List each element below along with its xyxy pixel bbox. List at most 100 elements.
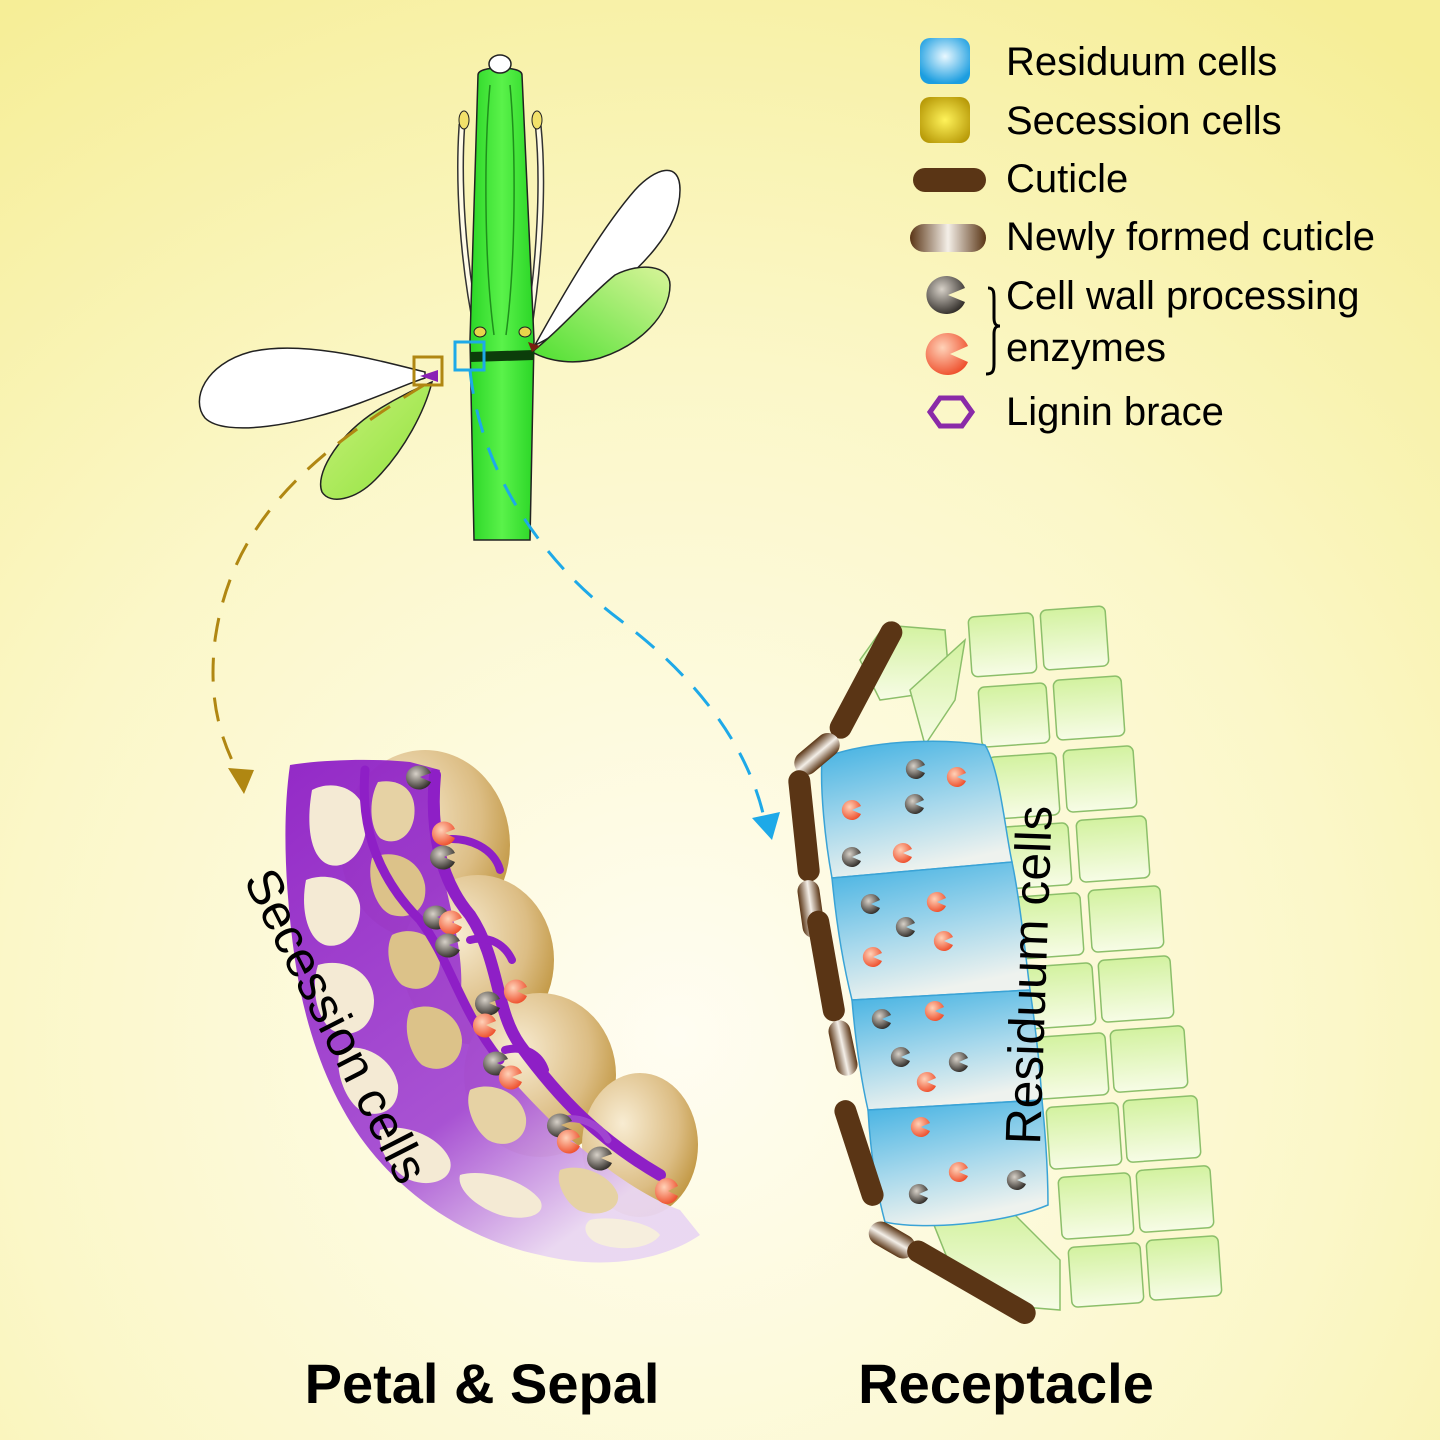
enzyme-red	[926, 892, 946, 912]
cuticle-bar-icon	[913, 168, 986, 192]
new-cuticle-segment	[828, 1020, 858, 1076]
residuum-cells-label: Residuum cells	[995, 805, 1063, 1146]
lattice-window	[371, 781, 415, 842]
residuum-zone-box	[453, 340, 486, 372]
enzyme-dark	[1006, 1170, 1026, 1190]
flower-illustration	[198, 54, 681, 541]
enzyme-dark	[905, 759, 925, 779]
anther-left	[458, 110, 470, 130]
enzyme-red	[472, 1013, 496, 1038]
enzyme-dark-icon	[926, 276, 965, 314]
enzyme-red	[933, 931, 953, 951]
enzyme-dark	[429, 845, 455, 870]
caption-receptacle: Receptacle	[858, 1352, 1154, 1415]
enzyme-dark	[434, 933, 460, 958]
lattice-window	[304, 876, 361, 946]
enzyme-dark	[908, 1184, 928, 1204]
caption-petal-sepal: Petal & Sepal	[305, 1352, 660, 1415]
lattice-window	[388, 931, 440, 989]
legend: Residuum cells Secession cells Cuticle N…	[910, 38, 1375, 434]
cuticle-segment	[834, 1100, 884, 1206]
enzyme-red	[946, 767, 966, 787]
enzyme-red	[498, 1065, 522, 1090]
lattice-window	[558, 1167, 619, 1214]
enzyme-dark	[895, 916, 915, 937]
lattice-window	[338, 1047, 399, 1114]
anther-right	[531, 110, 543, 130]
enzymes-secession	[405, 765, 678, 1205]
yellow-cell-icon	[920, 97, 970, 143]
enzyme-dark	[405, 765, 431, 790]
legend-label-secession: Secession cells	[1006, 99, 1282, 143]
legend-label-cuticle: Cuticle	[1006, 157, 1128, 201]
enzymes-residuum	[841, 759, 1026, 1204]
cuticle-segment	[807, 910, 845, 1022]
enzyme-dark	[890, 1047, 910, 1067]
nectary-left	[473, 326, 487, 338]
enzyme-red	[924, 1001, 944, 1022]
enzyme-dark	[904, 794, 924, 814]
enzyme-red	[841, 800, 861, 820]
lattice-ridge	[359, 765, 505, 1065]
cuticle-layer	[788, 621, 1036, 1324]
enzyme-red	[916, 1072, 936, 1092]
bracket-icon	[985, 286, 1001, 376]
enzyme-dark	[860, 894, 880, 914]
stem	[469, 67, 535, 541]
enzyme-red	[654, 1178, 678, 1205]
enzyme-red	[892, 843, 912, 864]
lattice-window	[468, 1086, 527, 1144]
lattice-ridge	[501, 1044, 549, 1074]
enzyme-red	[503, 979, 527, 1004]
lattice-window	[309, 785, 367, 866]
lattice-window	[379, 1127, 451, 1184]
blue-cell-icon	[920, 38, 970, 84]
nectary-right	[518, 326, 532, 338]
legend-label-enzymes-1: Cell wall processing	[1006, 274, 1359, 318]
left-sepal	[320, 380, 434, 500]
enzyme-red	[948, 1162, 968, 1182]
hexagon-icon	[926, 395, 976, 429]
pistil-seam-left	[485, 84, 495, 336]
legend-label-residuum: Residuum cells	[1006, 40, 1277, 84]
new-cuticle-segment	[868, 1221, 916, 1259]
secession-zone-box	[412, 355, 444, 387]
cuticle-segment	[829, 621, 903, 739]
petal-base-marker-right	[528, 342, 540, 352]
lattice-window	[406, 1006, 462, 1069]
enzyme-red	[862, 947, 882, 967]
lattice-window	[585, 1218, 660, 1249]
petal-base-marker-left	[420, 370, 438, 382]
lattice-window	[459, 1172, 542, 1218]
enzyme-dark	[482, 1051, 508, 1076]
legend-label-enzymes-2: enzymes	[1006, 326, 1166, 370]
legend-label-new-cuticle: Newly formed cuticle	[1006, 215, 1375, 259]
enzyme-dark	[871, 1009, 891, 1029]
lattice-window	[314, 962, 374, 1034]
cuticle-segment	[907, 1240, 1036, 1324]
enzyme-dark	[841, 847, 861, 867]
enzyme-dark	[948, 1052, 968, 1072]
enzyme-red	[556, 1129, 580, 1154]
arrow-head-gold	[228, 768, 254, 794]
enzyme-red-icon	[925, 333, 968, 375]
stigma	[488, 54, 512, 74]
arrow-to-receptacle	[468, 369, 767, 823]
new-cuticle-bar-icon	[910, 224, 986, 252]
pistil-seam-right	[505, 84, 515, 336]
receptacle-illustration: Residuum cells	[788, 605, 1223, 1324]
lattice-ridge	[466, 934, 516, 964]
enzyme-red	[438, 910, 462, 935]
enzyme-dark	[474, 991, 500, 1016]
legend-label-lignin: Lignin brace	[1006, 390, 1224, 434]
arrow-head-blue	[752, 812, 780, 840]
left-petal	[198, 347, 426, 429]
cuticle-segment	[788, 770, 820, 882]
enzyme-red	[431, 821, 455, 846]
new-cuticle-segment	[794, 733, 840, 775]
abscission-band	[470, 350, 534, 362]
enzyme-dark	[586, 1146, 612, 1171]
right-sepal	[530, 266, 671, 363]
